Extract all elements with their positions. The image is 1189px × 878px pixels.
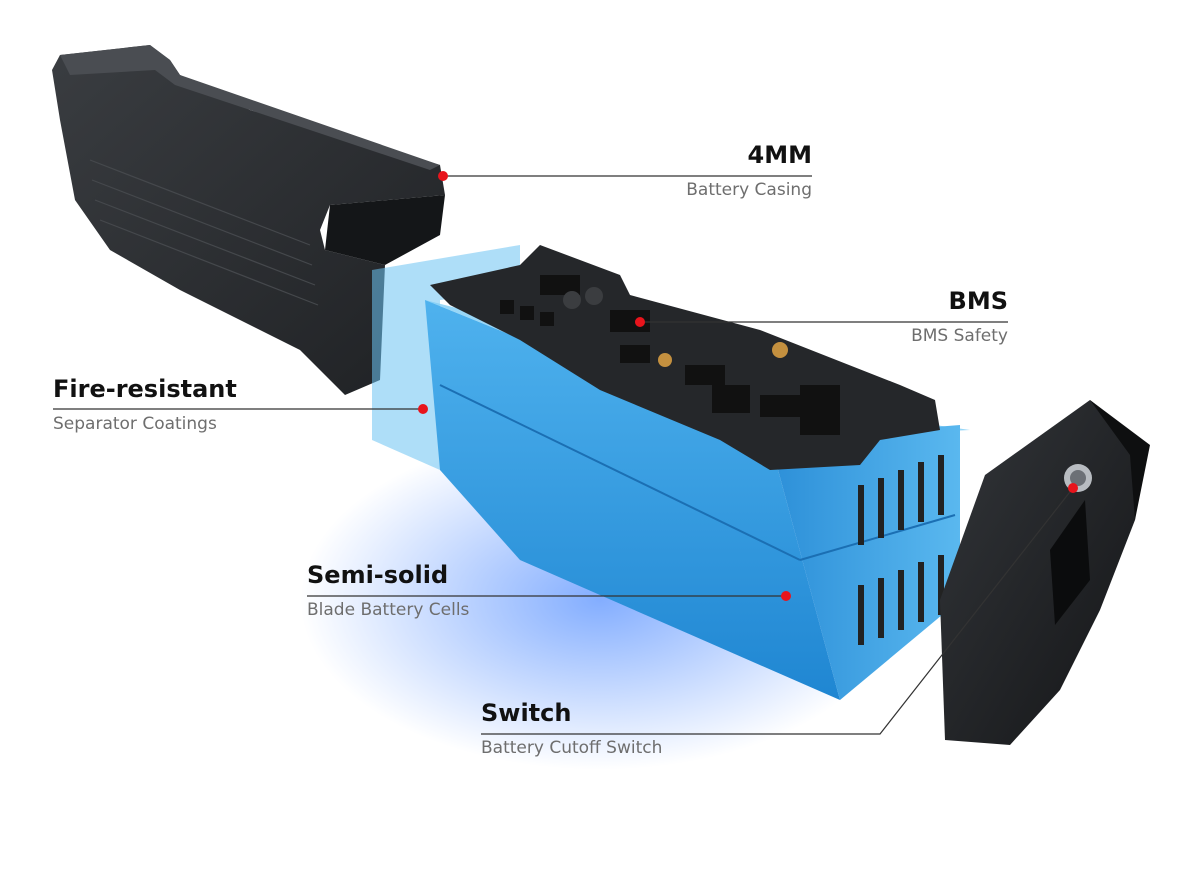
callout-switch-subtitle: Battery Cutoff Switch xyxy=(481,738,663,758)
callout-fire: Fire-resistant Separator Coatings xyxy=(53,374,237,436)
callout-casing-subtitle: Battery Casing xyxy=(686,180,812,200)
callout-bms: BMS BMS Safety xyxy=(911,286,1008,348)
callout-bms-subtitle: BMS Safety xyxy=(911,326,1008,346)
callout-cells-subtitle: Blade Battery Cells xyxy=(307,600,470,620)
callout-fire-subtitle: Separator Coatings xyxy=(53,414,217,434)
battery-casing xyxy=(52,45,445,395)
callout-casing-title: 4MM xyxy=(747,141,812,169)
leader-line-switch xyxy=(481,487,1074,735)
marker-dot-bms xyxy=(635,317,645,327)
callout-casing: 4MM Battery Casing xyxy=(686,140,812,202)
bms-board xyxy=(430,245,940,470)
leader-lines xyxy=(53,175,1074,735)
callout-fire-title: Fire-resistant xyxy=(53,375,237,403)
marker-dot-casing xyxy=(438,171,448,181)
callout-cells: Semi-solid Blade Battery Cells xyxy=(307,560,469,622)
marker-dot-switch xyxy=(1068,483,1078,493)
end-cap xyxy=(940,400,1150,745)
callout-cells-title: Semi-solid xyxy=(307,561,449,589)
callout-switch-title: Switch xyxy=(481,699,572,727)
callout-switch: Switch Battery Cutoff Switch xyxy=(481,698,662,760)
marker-dot-cells xyxy=(781,591,791,601)
callout-bms-title: BMS xyxy=(948,287,1008,315)
marker-dot-fire xyxy=(418,404,428,414)
